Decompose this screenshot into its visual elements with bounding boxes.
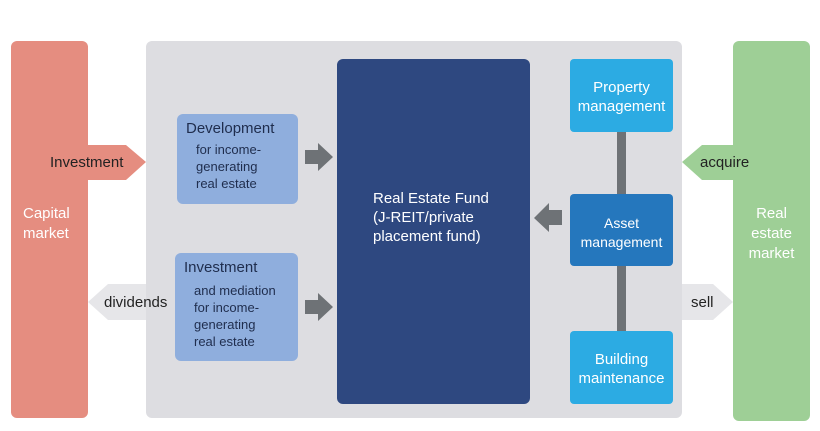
investment-arrow bbox=[88, 145, 146, 180]
real-estate-market-label-line1: Real bbox=[756, 205, 787, 222]
acquire-arrow-label: acquire bbox=[700, 154, 750, 171]
real-estate-market-label: Real estate market bbox=[733, 204, 810, 264]
investment-mediation-description-line1: and mediation bbox=[194, 283, 276, 298]
property-management-label-line2: management bbox=[577, 98, 666, 115]
development-description-line1: for income- bbox=[196, 142, 262, 157]
building-maintenance-label-line2: maintenance bbox=[578, 370, 665, 387]
real-estate-fund-label-line1: Real Estate Fund bbox=[373, 190, 489, 207]
investment-mediation-description-line4: real estate bbox=[194, 334, 255, 349]
building-maintenance-label-line1: Building bbox=[594, 351, 649, 368]
real-estate-market-label-line2: estate bbox=[751, 225, 792, 242]
real-estate-fund-label: Real Estate Fund (J-REIT/private placeme… bbox=[373, 189, 489, 246]
property-management-label: Property management bbox=[570, 78, 673, 116]
investment-mediation-title: Investment bbox=[184, 259, 258, 276]
development-title: Development bbox=[186, 120, 275, 137]
development-description-line3: real estate bbox=[196, 176, 257, 191]
capital-market-label: Capital market bbox=[11, 204, 88, 244]
real-estate-fund-box: Real Estate Fund (J-REIT/private placeme… bbox=[337, 59, 530, 404]
property-management-box: Property management bbox=[570, 59, 673, 132]
investment-arrow-label: Investment bbox=[50, 154, 124, 171]
real-estate-market-label-line3: market bbox=[748, 245, 795, 262]
asset-management-label: Asset management bbox=[570, 214, 673, 252]
investment-mediation-description-line3: generating bbox=[194, 317, 256, 332]
building-maintenance-label: Building maintenance bbox=[570, 350, 673, 388]
real-estate-fund-label-line2: (J-REIT/private bbox=[373, 209, 474, 226]
capital-market-column: Capital market bbox=[11, 41, 88, 418]
development-to-fund-arrow bbox=[305, 143, 333, 171]
capital-market-label-line1: Capital bbox=[23, 205, 70, 222]
asset-to-fund-arrow bbox=[534, 203, 562, 232]
asset-management-label-line2: management bbox=[580, 234, 663, 250]
development-description-line2: generating bbox=[196, 159, 258, 174]
building-maintenance-box: Building maintenance bbox=[570, 331, 673, 404]
capital-market-label-line2: market bbox=[23, 225, 69, 242]
investment-mediation-description-line2: for income- bbox=[194, 300, 260, 315]
asset-management-label-line1: Asset bbox=[603, 215, 639, 231]
acquire-arrow bbox=[682, 145, 733, 180]
sell-arrow bbox=[682, 284, 733, 320]
real-estate-fund-label-line3: placement fund) bbox=[373, 228, 481, 245]
investment-to-fund-arrow bbox=[305, 293, 333, 321]
development-description: for income- generating real estate bbox=[196, 141, 261, 192]
property-management-label-line1: Property bbox=[593, 79, 650, 96]
investment-mediation-box: Investment and mediation for income- gen… bbox=[175, 253, 298, 361]
development-box: Development for income- generating real … bbox=[177, 114, 298, 204]
asset-management-box: Asset management bbox=[570, 194, 673, 266]
sell-arrow-label: sell bbox=[691, 294, 714, 311]
dividends-arrow bbox=[88, 284, 146, 320]
real-estate-market-column: Real estate market bbox=[733, 41, 810, 421]
dividends-arrow-label: dividends bbox=[104, 294, 168, 311]
investment-mediation-description: and mediation for income- generating rea… bbox=[194, 282, 276, 350]
